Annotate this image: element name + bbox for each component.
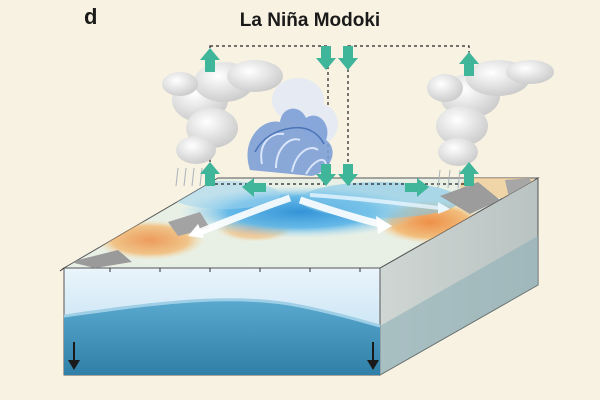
ocean-box xyxy=(59,177,540,376)
diagram-title: La Niña Modoki xyxy=(239,10,381,31)
rightward-arrow-icon xyxy=(405,178,429,197)
downward-arrow-icon xyxy=(68,342,80,370)
upward-arrow-icon xyxy=(459,52,479,76)
downward-arrow-icon xyxy=(316,46,336,70)
leftward-arrow-icon xyxy=(242,178,266,197)
leftward-arrow-icon xyxy=(188,224,204,238)
upward-arrow-icon xyxy=(200,48,220,72)
rightward-arrow-icon xyxy=(438,202,450,214)
downward-arrow-icon xyxy=(338,46,358,70)
panel-letter: d xyxy=(84,4,98,29)
rightward-arrow-icon xyxy=(376,216,392,234)
thermocline-deep-layer xyxy=(64,299,380,375)
side-deep-layer xyxy=(380,236,538,375)
downward-arrow-icon xyxy=(338,164,358,186)
upward-arrow-icon xyxy=(200,162,220,186)
surface-currents xyxy=(188,193,450,238)
convective-cloud-icon xyxy=(247,78,338,176)
cloud-icon xyxy=(162,60,283,187)
circulation-arrows xyxy=(200,46,479,197)
thermocline-line xyxy=(63,298,381,328)
downward-arrow-icon xyxy=(316,164,336,186)
cloud-icon xyxy=(427,60,554,189)
downward-arrow-icon xyxy=(367,342,379,370)
upward-arrow-icon xyxy=(459,162,479,186)
